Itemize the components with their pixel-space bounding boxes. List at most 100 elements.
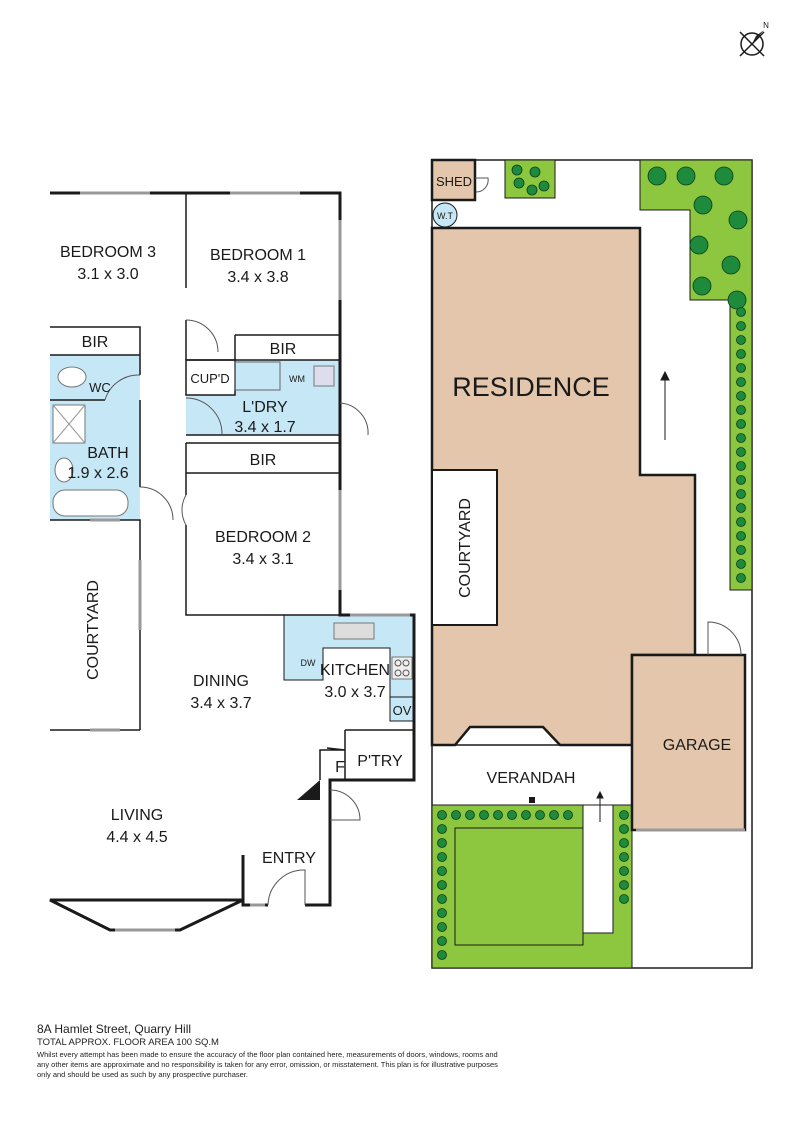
residence-label: RESIDENCE: [452, 372, 610, 402]
tree-icon: [728, 210, 748, 230]
floor-plan: BEDROOM 3 3.1 x 3.0 BEDROOM 1 3.4 x 3.8 …: [49, 191, 416, 932]
cupboard-label: CUP'D: [190, 371, 229, 386]
shed: [430, 158, 477, 202]
tree-icon: [437, 880, 447, 890]
tree-icon: [736, 419, 746, 429]
tree-icon: [736, 545, 746, 555]
tree-icon: [619, 866, 629, 876]
tree-icon: [437, 922, 447, 932]
tree-icon: [721, 255, 741, 275]
front-path: [582, 804, 614, 934]
tree-icon: [437, 908, 447, 918]
bedroom1-label: BEDROOM 1: [210, 247, 306, 264]
tree-icon: [535, 810, 545, 820]
garage-label: GARAGE: [663, 737, 731, 754]
interior-walls: [50, 193, 414, 780]
tree-icon: [693, 195, 713, 215]
tree-icon: [736, 517, 746, 527]
tree-icon: [437, 936, 447, 946]
tree-icon: [689, 235, 709, 255]
cooktop-icon: [391, 656, 413, 680]
tree-icon: [676, 166, 696, 186]
tree-icon: [736, 559, 746, 569]
tree-icon: [479, 810, 489, 820]
tree-icon: [736, 573, 746, 583]
door-swings: [104, 319, 369, 906]
garage: [630, 653, 747, 832]
kitchen-label: KITCHEN: [320, 662, 390, 679]
tree-icon: [437, 824, 447, 834]
dining-label: DINING: [193, 673, 249, 690]
tree-icon: [538, 180, 550, 192]
oven-label: OV: [393, 703, 412, 718]
bedroom2-label: BEDROOM 2: [215, 529, 311, 546]
washing-machine-label: WM: [289, 374, 305, 384]
site-plan: SHED W.T RESIDENCE COURTYARD GARAGE VERA…: [430, 158, 753, 969]
verandah-label: VERANDAH: [487, 770, 576, 787]
windows: [80, 191, 410, 932]
fridge-label: F: [335, 759, 345, 776]
tree-icon: [563, 810, 573, 820]
tree-icon: [526, 184, 538, 196]
footer: 8A Hamlet Street, Quarry Hill TOTAL APPR…: [37, 1022, 507, 1080]
garage-door: [707, 621, 742, 656]
bath-fixtures: [52, 366, 129, 517]
water-tank-label: W.T: [437, 211, 453, 221]
bedroom3-size: 3.1 x 3.0: [77, 266, 138, 283]
tree-icon: [619, 852, 629, 862]
laundry-size: 3.4 x 1.7: [234, 419, 295, 436]
trees: [437, 164, 748, 960]
tree-icon: [736, 489, 746, 499]
tree-icon: [647, 166, 667, 186]
tree-icon: [736, 503, 746, 513]
floor-area: TOTAL APPROX. FLOOR AREA 100 SQ.M: [37, 1037, 219, 1048]
tree-icon: [736, 349, 746, 359]
tree-icon: [736, 531, 746, 541]
tree-icon: [736, 391, 746, 401]
wc-label: WC: [89, 380, 111, 395]
tree-icon: [736, 405, 746, 415]
compass-icon: N: [739, 21, 769, 57]
dining-size: 3.4 x 3.7: [190, 695, 251, 712]
tree-icon: [465, 810, 475, 820]
entry-label: ENTRY: [262, 850, 316, 867]
tree-icon: [437, 810, 447, 820]
stair-marker: [297, 780, 320, 800]
tree-icon: [619, 824, 629, 834]
tree-icon: [736, 433, 746, 443]
tree-icon: [521, 810, 531, 820]
tree-icon: [736, 307, 746, 317]
tree-icon: [619, 838, 629, 848]
bedroom2-size: 3.4 x 3.1: [232, 551, 293, 568]
sink-icon: [333, 622, 375, 640]
tree-icon: [736, 363, 746, 373]
tree-icon: [736, 475, 746, 485]
tree-icon: [714, 166, 734, 186]
bath-size: 1.9 x 2.6: [67, 465, 128, 482]
north-label: N: [763, 21, 769, 30]
living-label: LIVING: [111, 807, 163, 824]
tree-icon: [736, 447, 746, 457]
laundry-tub-icon: [313, 365, 335, 387]
tree-icon: [736, 461, 746, 471]
cupboard: [185, 359, 236, 396]
courtyard-label: COURTYARD: [85, 580, 102, 680]
tree-icon: [727, 290, 747, 310]
tree-icon: [493, 810, 503, 820]
shed-door: [475, 177, 489, 193]
bath-label: BATH: [87, 445, 128, 462]
tree-icon: [736, 321, 746, 331]
site-courtyard: [431, 469, 498, 626]
driveway-arrow-icon: [596, 370, 670, 822]
tree-icon: [511, 164, 523, 176]
tree-icon: [513, 177, 525, 189]
pantry-label: P'TRY: [357, 753, 403, 770]
laundry-bench: [234, 361, 281, 391]
tree-icon: [619, 810, 629, 820]
tree-icon: [619, 894, 629, 904]
tree-icon: [437, 838, 447, 848]
shed-label: SHED: [436, 174, 472, 189]
living-size: 4.4 x 4.5: [106, 829, 167, 846]
tree-icon: [736, 335, 746, 345]
